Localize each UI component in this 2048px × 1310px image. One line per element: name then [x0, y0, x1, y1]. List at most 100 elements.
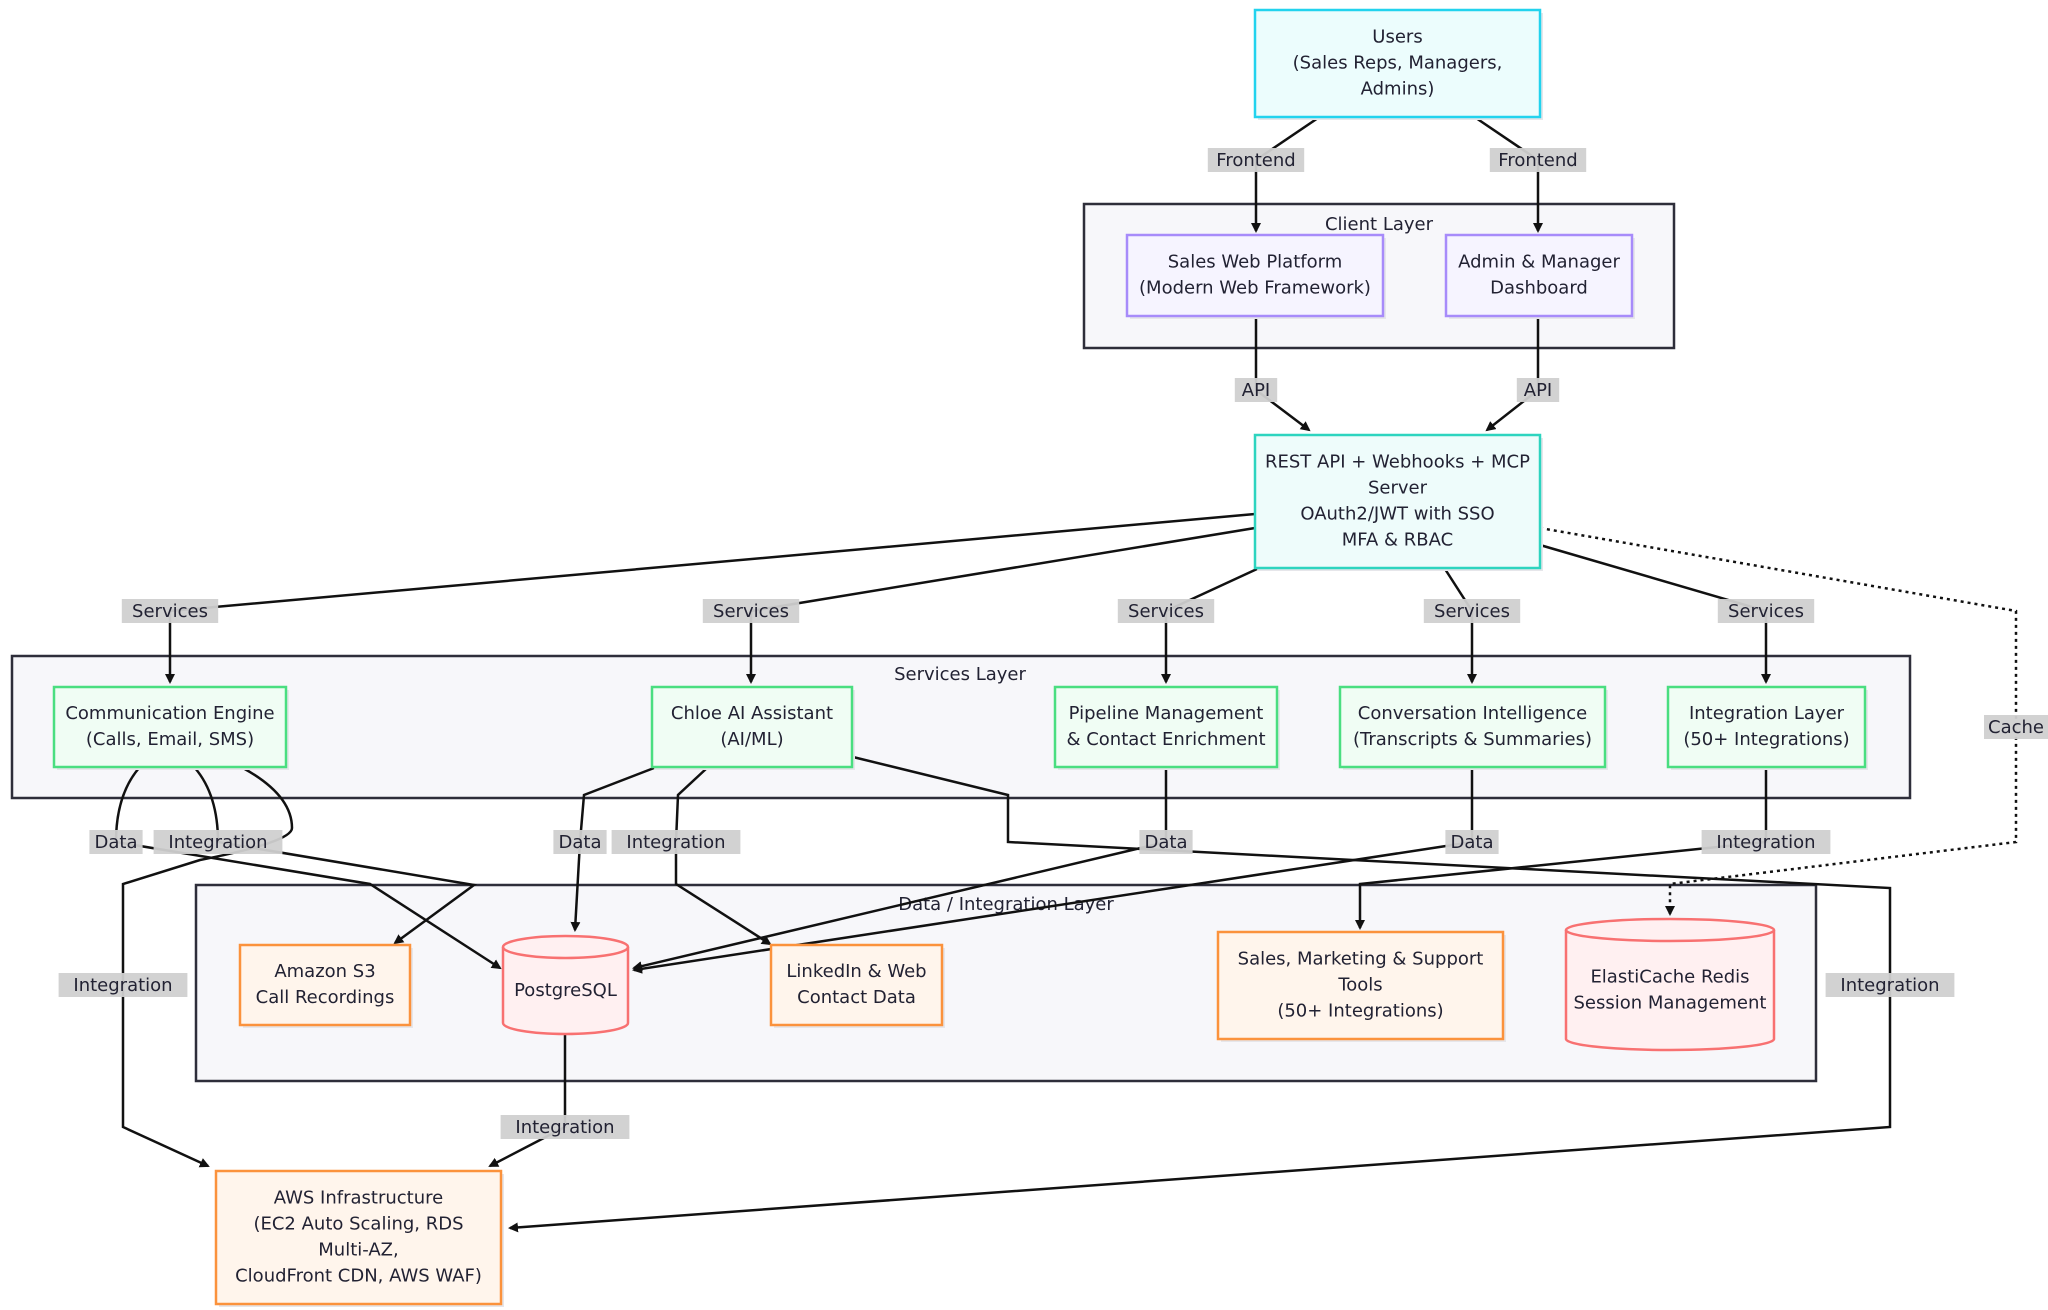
- edge-label-text-chloe-aws: Integration: [1840, 975, 1939, 996]
- edge-label-comm-aws: Integration: [153, 830, 283, 854]
- node-aws-line-2: Multi-AZ,: [318, 1240, 398, 1261]
- edge-label-chloe-linkedin: Integration: [611, 830, 741, 854]
- node-aws-line-0: AWS Infrastructure: [274, 1188, 443, 1209]
- node-comm-line-1: (Calls, Email, SMS): [86, 729, 254, 750]
- node-api-line-3: MFA & RBAC: [1342, 530, 1453, 551]
- edge-label-text-users-web: Frontend: [1216, 150, 1295, 171]
- node-s3: Amazon S3 Call Recordings: [238, 943, 413, 1028]
- node-pipeline: Pipeline Management & Contact Enrichment: [1053, 685, 1280, 770]
- edge-label-text-chloe-pg: Data: [559, 832, 602, 853]
- node-tools-line-2: (50+ Integrations): [1277, 1001, 1443, 1022]
- group-services: Services Layer: [10, 654, 1912, 800]
- node-pipeline-line-1: & Contact Enrichment: [1066, 729, 1265, 750]
- node-users: Users (Sales Reps, Managers, Admins): [1253, 8, 1543, 120]
- node-admin-line-1: Dashboard: [1490, 278, 1588, 299]
- node-users-line-1: (Sales Reps, Managers,: [1293, 53, 1503, 74]
- node-aws: AWS Infrastructure (EC2 Auto Scaling, RDS…: [214, 1169, 504, 1307]
- node-aws-line-3: CloudFront CDN, AWS WAF): [235, 1266, 482, 1287]
- node-web-line-1: (Modern Web Framework): [1139, 278, 1371, 299]
- node-linkedin-line-1: Contact Data: [797, 987, 916, 1008]
- edge-label-users-web: Frontend: [1207, 148, 1305, 172]
- edge-label-api-comm: Services: [121, 599, 219, 623]
- node-api-line-0: REST API + Webhooks + MCP: [1265, 452, 1530, 473]
- node-chloe-line-1: (AI/ML): [720, 729, 783, 750]
- edge-label-pipeline-pg: Data: [1139, 830, 1193, 854]
- node-integ-line-0: Integration Layer: [1689, 703, 1845, 724]
- node-aws-line-1: (EC2 Auto Scaling, RDS: [253, 1214, 463, 1235]
- node-chloe-line-0: Chloe AI Assistant: [671, 703, 833, 724]
- node-integ: Integration Layer (50+ Integrations): [1666, 685, 1868, 770]
- node-users-line-0: Users: [1372, 27, 1422, 48]
- node-s3-line-0: Amazon S3: [274, 961, 375, 982]
- edge-label-text-api-redis: Cache: [1988, 717, 2044, 738]
- edge-label-conv-pg: Data: [1445, 830, 1499, 854]
- edge-chloe-pg: [570, 766, 655, 932]
- group-title-data: Data / Integration Layer: [898, 894, 1114, 915]
- edge-label-text-comm-s3: Integration: [73, 975, 172, 996]
- edge-comm-s3: [121, 766, 294, 1168]
- edge-label-text-chloe-linkedin: Integration: [626, 832, 725, 853]
- edge-label-users-admin: Frontend: [1489, 148, 1587, 172]
- edge-label-text-api-chloe: Services: [713, 601, 789, 622]
- edge-label-web-api: API: [1234, 378, 1278, 402]
- edge-label-admin-api: API: [1516, 378, 1560, 402]
- edge-chloe-aws: [508, 755, 1892, 1233]
- edge-label-chloe-pg: Data: [553, 830, 607, 854]
- edge-label-text-pg-aws: Integration: [515, 1117, 614, 1138]
- node-web-line-0: Sales Web Platform: [1168, 252, 1343, 273]
- edge-label-text-pipeline-pg: Data: [1145, 832, 1188, 853]
- edge-label-api-integ: Services: [1717, 599, 1815, 623]
- group-title-services: Services Layer: [894, 664, 1026, 685]
- edge-label-text-web-api: API: [1242, 380, 1270, 401]
- group-data: Data / Integration Layer: [194, 883, 1818, 1083]
- edge-label-text-api-conv: Services: [1434, 601, 1510, 622]
- node-linkedin-line-0: LinkedIn & Web: [786, 961, 926, 982]
- node-comm: Communication Engine(Calls, Email, SMS): [52, 685, 289, 770]
- node-tools-line-0: Sales, Marketing & Support: [1238, 949, 1484, 970]
- node-s3-line-1: Call Recordings: [256, 987, 395, 1008]
- edge-label-text-api-pipeline: Services: [1128, 601, 1204, 622]
- node-pg-line-0: PostgreSQL: [514, 980, 617, 1001]
- node-users-line-2: Admins): [1361, 79, 1435, 100]
- edge-label-pg-aws: Integration: [500, 1115, 630, 1139]
- node-redis-line-1: Session Management: [1574, 993, 1767, 1014]
- edge-label-api-pipeline: Services: [1117, 599, 1215, 623]
- node-api-line-2: OAuth2/JWT with SSO: [1300, 504, 1494, 525]
- node-integ-line-1: (50+ Integrations): [1683, 729, 1849, 750]
- node-pipeline-line-0: Pipeline Management: [1069, 703, 1264, 724]
- edge-label-api-conv: Services: [1423, 599, 1521, 623]
- edge-label-text-users-admin: Frontend: [1498, 150, 1577, 171]
- edge-label-text-admin-api: API: [1524, 380, 1552, 401]
- edge-label-text-comm-aws: Integration: [168, 832, 267, 853]
- edge-label-api-chloe: Services: [702, 599, 800, 623]
- edge-label-comm-pg: Data: [89, 830, 143, 854]
- edge-api-redis: [1539, 526, 2018, 916]
- edge-label-integ-tools: Integration: [1701, 830, 1831, 854]
- group-title-client: Client Layer: [1325, 214, 1434, 235]
- node-chloe: Chloe AI Assistant (AI/ML): [650, 685, 855, 770]
- node-api-line-1: Server: [1368, 478, 1428, 499]
- node-tools-line-1: Tools: [1337, 975, 1382, 996]
- node-pg: PostgreSQL: [501, 934, 630, 1036]
- edge-label-comm-s3: Integration: [58, 973, 188, 997]
- edge-label-chloe-aws: Integration: [1825, 973, 1955, 997]
- node-conv: Conversation Intelligence (Transcripts & …: [1338, 685, 1608, 770]
- edge-integ-tools: [1355, 768, 1768, 930]
- edge-label-text-api-integ: Services: [1728, 601, 1804, 622]
- edge-label-api-redis: Cache: [1984, 715, 2048, 739]
- edge-label-text-api-comm: Services: [132, 601, 208, 622]
- node-admin-line-0: Admin & Manager: [1458, 252, 1620, 273]
- edge-label-text-comm-pg: Data: [95, 832, 138, 853]
- node-conv-line-0: Conversation Intelligence: [1358, 703, 1587, 724]
- node-web: Sales Web Platform (Modern Web Framework): [1125, 233, 1386, 319]
- edge-label-text-integ-tools: Integration: [1716, 832, 1815, 853]
- edge-label-text-conv-pg: Data: [1451, 832, 1494, 853]
- node-conv-line-1: (Transcripts & Summaries): [1353, 729, 1592, 750]
- node-redis-line-0: ElastiCache Redis: [1590, 967, 1749, 988]
